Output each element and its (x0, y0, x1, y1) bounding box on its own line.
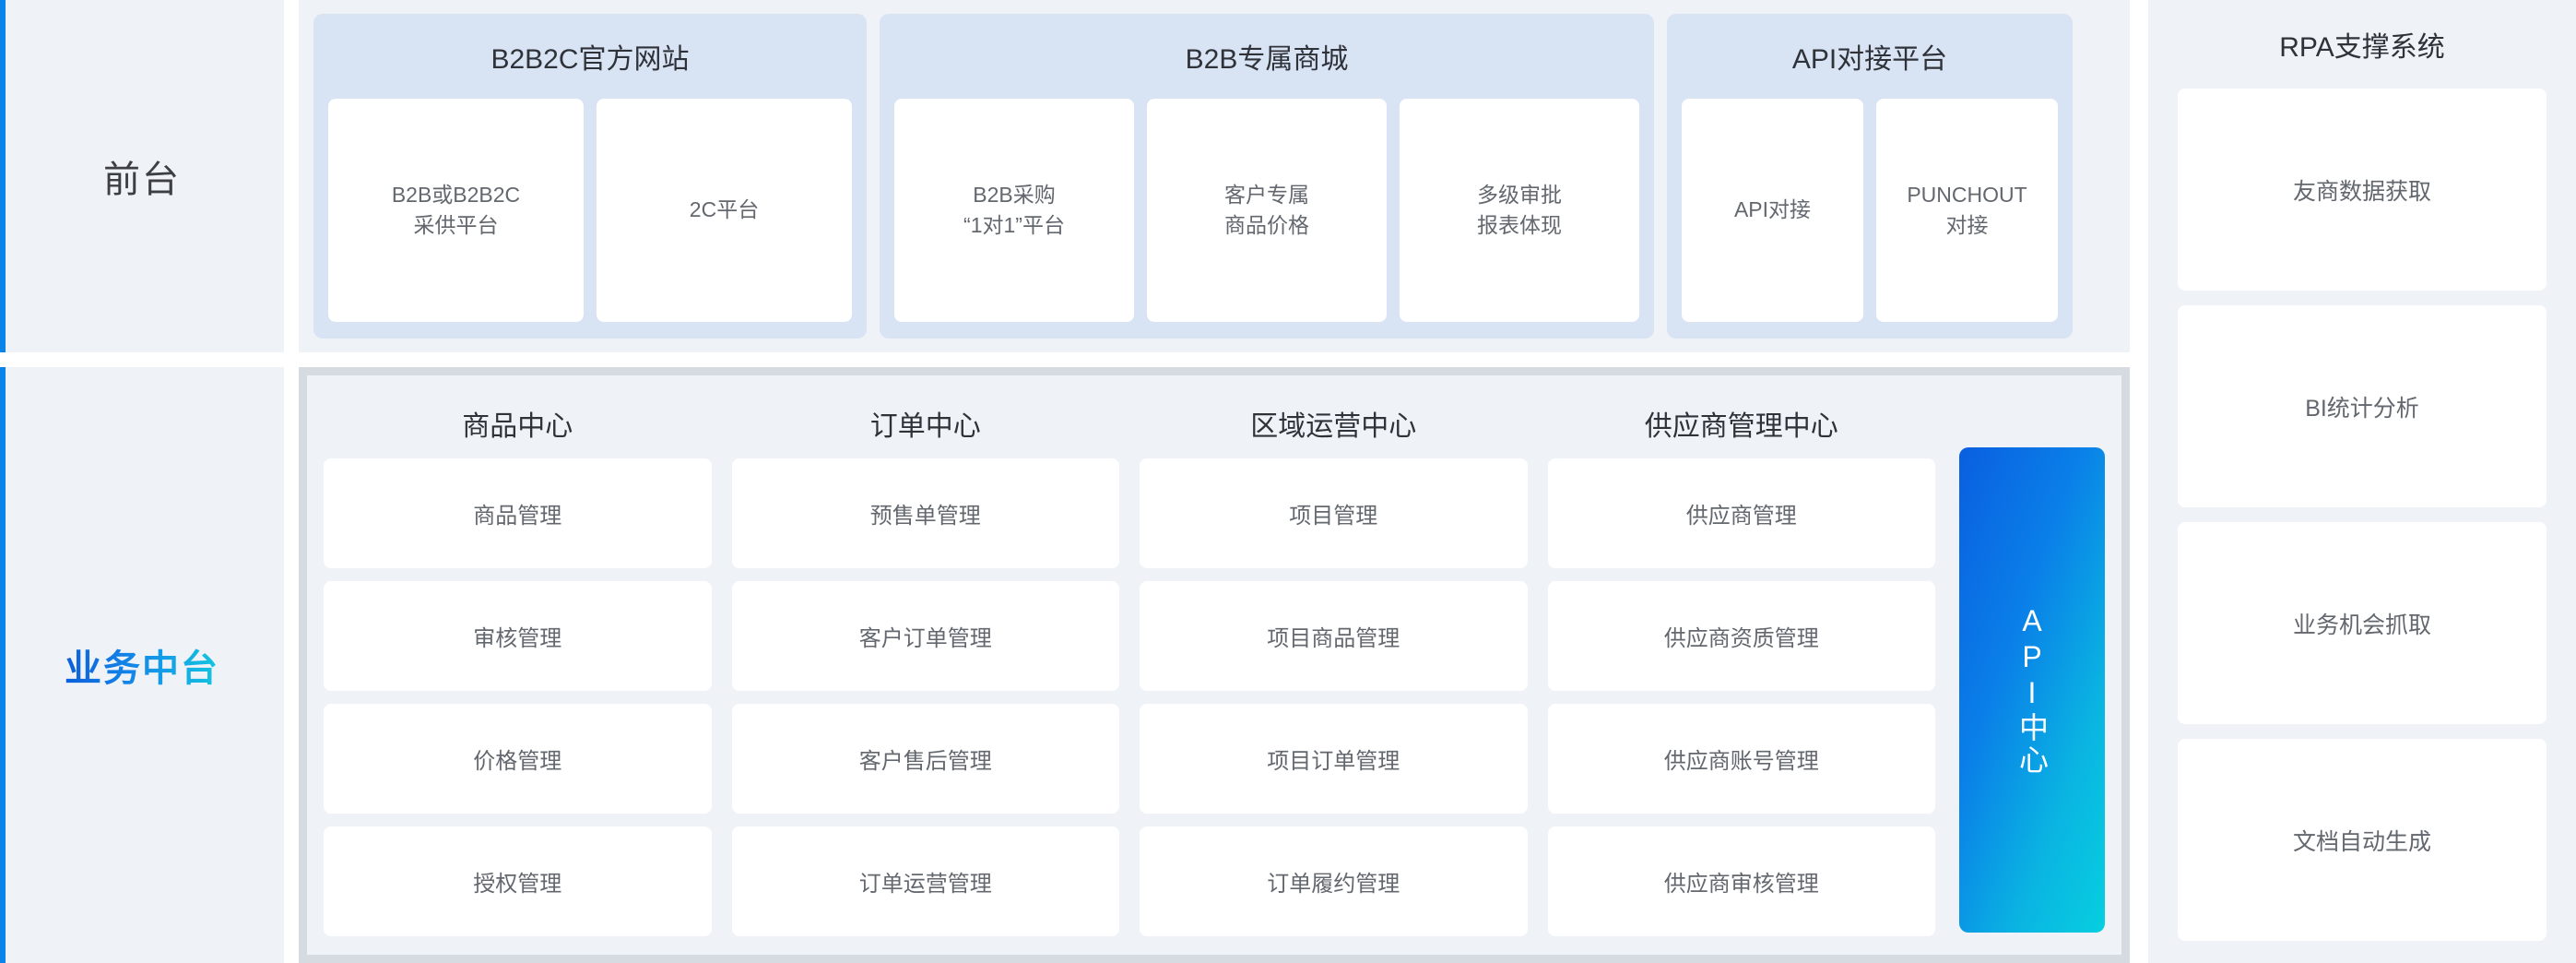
tier-middle-label: 业务中台 (65, 638, 219, 692)
middle-card[interactable]: 客户售后管理 (731, 704, 1119, 814)
middle-card[interactable]: 审核管理 (324, 581, 712, 691)
middle-column-product-center: 商品中心 商品管理 审核管理 价格管理 授权管理 (324, 388, 712, 936)
middle-card[interactable]: 供应商审核管理 (1547, 826, 1935, 936)
middle-column-cards: 预售单管理 客户订单管理 客户售后管理 订单运营管理 (731, 458, 1119, 936)
rpa-title: RPA支撑系统 (2279, 32, 2445, 63)
rpa-card[interactable]: BI统计分析 (2178, 305, 2546, 507)
tier-front-label-panel: 前台 (0, 0, 284, 352)
middle-column-title: 商品中心 (462, 411, 573, 442)
front-group-title: B2B专属商城 (1185, 44, 1349, 75)
middle-column-title: 区域运营中心 (1250, 411, 1417, 442)
front-group-b2b-mall: B2B专属商城 B2B采购“1对1”平台 客户专属商品价格 多级审批报表体现 (880, 14, 1654, 339)
middle-column-supplier-management-center: 供应商管理中心 供应商管理 供应商资质管理 供应商账号管理 供应商审核管理 (1547, 388, 1935, 936)
tier-front-label: 前台 (103, 160, 181, 200)
middle-card[interactable]: 客户订单管理 (731, 581, 1119, 691)
middle-column-cards: 供应商管理 供应商资质管理 供应商账号管理 供应商审核管理 (1547, 458, 1935, 936)
middle-card[interactable]: 授权管理 (324, 826, 712, 936)
middle-column-title: 供应商管理中心 (1644, 411, 1838, 442)
tier-label-column: 前台 业务中台 (0, 0, 284, 963)
front-card[interactable]: API对接 (1682, 99, 1863, 322)
front-group-cards: B2B采购“1对1”平台 客户专属商品价格 多级审批报表体现 (894, 99, 1639, 322)
rpa-card[interactable]: 文档自动生成 (2178, 739, 2546, 941)
api-center-panel[interactable]: API中心 (1959, 447, 2105, 933)
middle-column-regional-operation-center: 区域运营中心 项目管理 项目商品管理 项目订单管理 订单履约管理 (1140, 388, 1528, 936)
front-card[interactable]: 客户专属商品价格 (1147, 99, 1387, 322)
middle-card[interactable]: 项目管理 (1140, 458, 1528, 568)
middle-card[interactable]: 供应商管理 (1547, 458, 1935, 568)
tier-middle-label-panel: 业务中台 (0, 367, 284, 963)
middle-card[interactable]: 供应商资质管理 (1547, 581, 1935, 691)
front-group-title: API对接平台 (1791, 44, 1948, 75)
rpa-card[interactable]: 业务机会抓取 (2178, 522, 2546, 724)
api-center-label: API中心 (2015, 603, 2049, 777)
rpa-support-region: RPA支撑系统 友商数据获取 BI统计分析 业务机会抓取 文档自动生成 (2148, 0, 2576, 963)
middle-column-order-center: 订单中心 预售单管理 客户订单管理 客户售后管理 订单运营管理 (731, 388, 1119, 936)
middle-column-title: 订单中心 (869, 411, 981, 442)
middle-card[interactable]: 订单履约管理 (1140, 826, 1528, 936)
front-card[interactable]: B2B采购“1对1”平台 (894, 99, 1134, 322)
middle-card[interactable]: 价格管理 (324, 704, 712, 814)
front-card[interactable]: 2C平台 (597, 99, 852, 322)
middle-platform-columns: 商品中心 商品管理 审核管理 价格管理 授权管理 订单中心 预售单管理 客户订单… (324, 388, 1935, 936)
rpa-cards: 友商数据获取 BI统计分析 业务机会抓取 文档自动生成 (2178, 89, 2546, 941)
middle-card[interactable]: 商品管理 (324, 458, 712, 568)
front-group-title: B2B2C官方网站 (490, 44, 690, 75)
middle-card[interactable]: 预售单管理 (731, 458, 1119, 568)
middle-card[interactable]: 订单运营管理 (731, 826, 1119, 936)
middle-column-cards: 商品管理 审核管理 价格管理 授权管理 (324, 458, 712, 936)
middle-card[interactable]: 项目订单管理 (1140, 704, 1528, 814)
rpa-card[interactable]: 友商数据获取 (2178, 89, 2546, 291)
middle-platform-region: 商品中心 商品管理 审核管理 价格管理 授权管理 订单中心 预售单管理 客户订单… (299, 367, 2130, 963)
middle-card[interactable]: 项目商品管理 (1140, 581, 1528, 691)
front-card[interactable]: 多级审批报表体现 (1400, 99, 1639, 322)
middle-card[interactable]: 供应商账号管理 (1547, 704, 1935, 814)
middle-column-cards: 项目管理 项目商品管理 项目订单管理 订单履约管理 (1140, 458, 1528, 936)
